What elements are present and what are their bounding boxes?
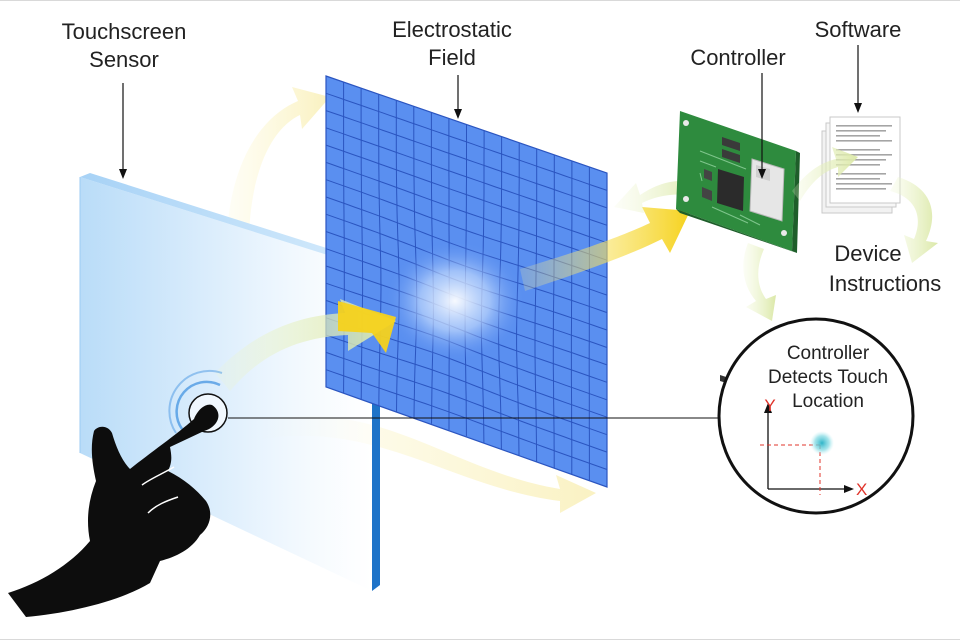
software-label: Software [815, 17, 902, 42]
hand-icon [8, 404, 219, 617]
code-line [836, 154, 892, 156]
flow-arrow-feedback [614, 180, 690, 213]
grid-line [325, 161, 608, 261]
grid-line [325, 351, 608, 453]
code-line [836, 130, 886, 132]
code-line [836, 173, 886, 175]
code-line [836, 159, 886, 161]
detects-touch-label-line2: Detects Touch [768, 367, 888, 388]
hand-knuckle-line [147, 496, 179, 514]
touch-point-marker [810, 431, 834, 455]
hand-knuckle-line [141, 466, 175, 486]
flow-arrow-to-field [338, 301, 396, 353]
y-axis-label: Y [764, 396, 775, 415]
code-line [836, 183, 892, 185]
code-line [836, 149, 880, 151]
flow-arrow-to-instructions [890, 177, 938, 263]
x-axis-label: X [856, 480, 867, 499]
controller-board [676, 111, 800, 385]
code-line [836, 188, 886, 190]
flow-arrow-to-software [792, 147, 858, 201]
electrostatic-field-label-line2: Field [428, 45, 476, 70]
detection-circle [717, 317, 915, 515]
device-instructions-label-line2: Instructions [829, 271, 942, 296]
electrostatic-field-label-line1: Electrostatic [392, 17, 512, 42]
grid-line [325, 92, 608, 191]
controller-label: Controller [690, 45, 785, 70]
flow-arrow-lower [260, 415, 596, 513]
code-line [836, 135, 880, 137]
grid-line [325, 144, 608, 244]
grid-line [325, 127, 608, 226]
label-pointers [119, 45, 862, 179]
code-line [836, 125, 892, 127]
touchscreen-sensor-label-line1: Touchscreen [62, 19, 187, 44]
flow-arrow-to-controller [520, 207, 690, 291]
code-line [836, 164, 880, 166]
detects-touch-label-line1: Controller [787, 343, 870, 364]
code-line [836, 178, 880, 180]
code-line [836, 140, 892, 142]
detects-touch-label-line3: Location [792, 391, 864, 412]
device-instructions-label-line1: Device [834, 241, 901, 266]
electrostatic-field-grid [325, 75, 608, 488]
grid-line [325, 110, 608, 209]
flow-arrow-to-detection [743, 243, 776, 321]
touchscreen-sensor-label-line2: Sensor [89, 47, 159, 72]
